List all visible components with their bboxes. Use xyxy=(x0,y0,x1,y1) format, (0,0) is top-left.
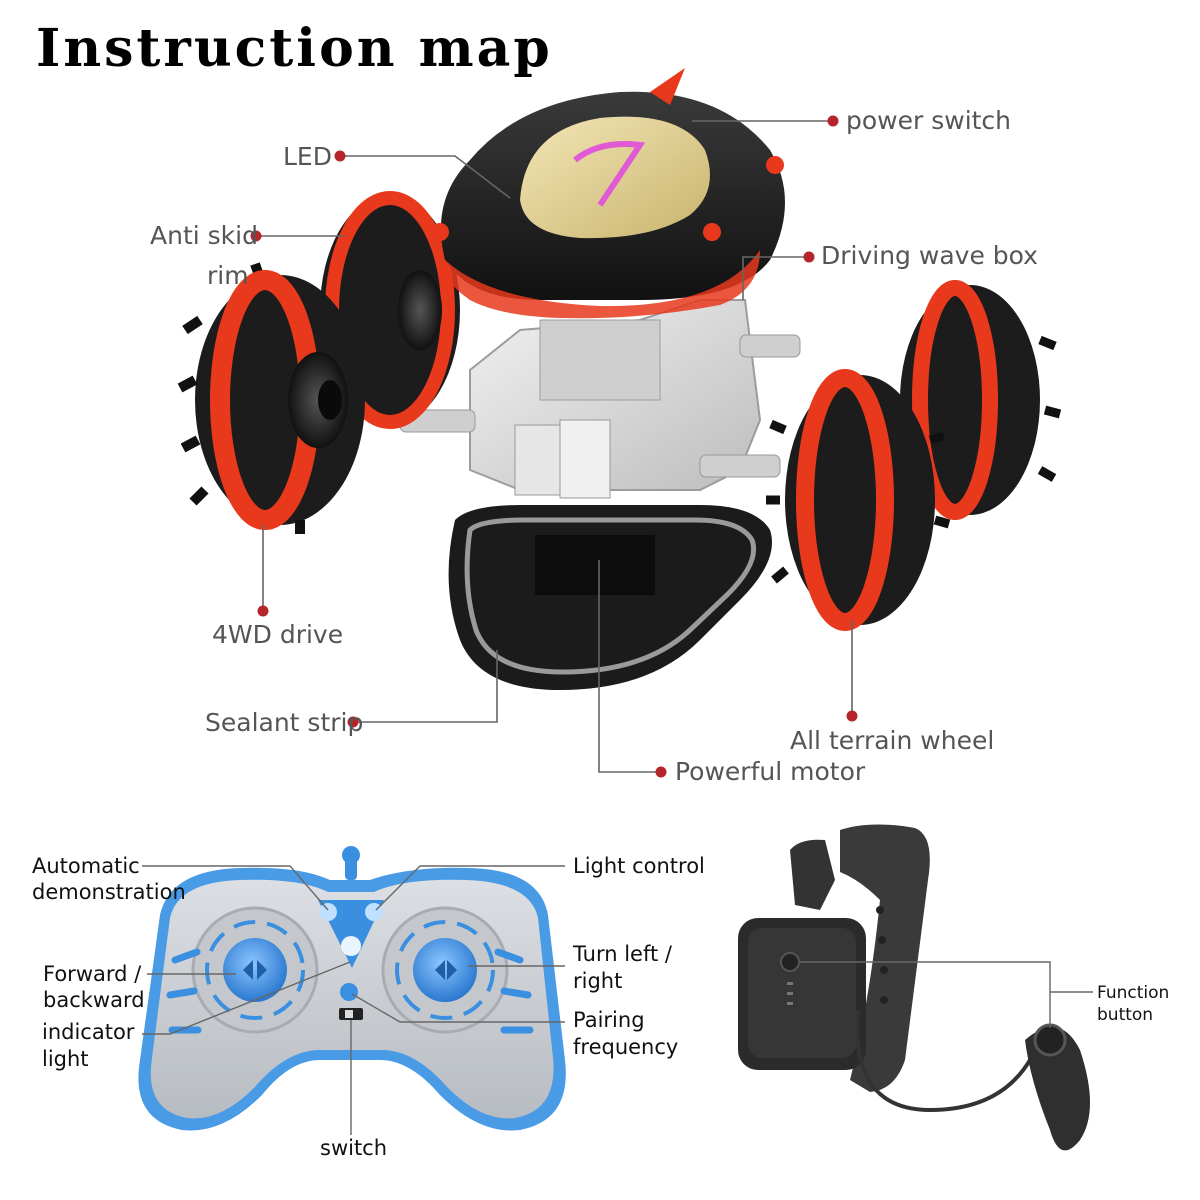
label-automatic-demo-1: Automatic xyxy=(32,854,140,878)
label-powerful-motor: Powerful motor xyxy=(675,757,866,786)
label-sealant-strip: Sealant strip xyxy=(205,708,364,737)
label-4wd-drive: 4WD drive xyxy=(212,620,344,649)
label-anti-skid-rim-2: rim xyxy=(207,261,249,290)
wheel-front-right xyxy=(766,369,951,631)
label-turn-1: Turn left / xyxy=(573,942,672,966)
label-turn-2: right xyxy=(573,969,623,993)
label-led: LED xyxy=(283,142,332,171)
label-indicator-light-2: light xyxy=(42,1047,89,1071)
label-power-switch: power switch xyxy=(846,106,1012,135)
label-function-1: Function xyxy=(1097,983,1170,1003)
car-leader-dots xyxy=(250,115,858,778)
label-forward-backward-1: Forward / xyxy=(43,962,142,986)
car-body-shell xyxy=(431,68,785,319)
car-chassis xyxy=(399,299,801,690)
label-function-2: button xyxy=(1097,1005,1154,1025)
remote-leader-lines xyxy=(142,865,565,1135)
label-forward-backward-2: backward xyxy=(43,988,145,1012)
watch-leader-lines xyxy=(800,961,1093,1028)
car-leader-lines xyxy=(257,120,853,773)
label-light-control: Light control xyxy=(573,854,705,878)
label-indicator-light-1: indicator xyxy=(42,1020,135,1044)
label-driving-wave-box: Driving wave box xyxy=(821,241,1038,270)
wheel-front-left xyxy=(177,262,365,534)
label-automatic-demo-2: demonstration xyxy=(32,880,186,904)
remote-controller xyxy=(138,846,566,1131)
page-title: Instruction map xyxy=(36,18,553,79)
watch-remote xyxy=(738,824,1090,1151)
label-all-terrain-wheel: All terrain wheel xyxy=(790,726,995,755)
label-switch: switch xyxy=(320,1136,388,1160)
wheel-rear-right xyxy=(900,280,1062,520)
label-pairing-2: frequency xyxy=(573,1035,679,1059)
label-pairing-1: Pairing xyxy=(573,1008,645,1032)
label-anti-skid-rim-1: Anti skid xyxy=(150,221,258,250)
